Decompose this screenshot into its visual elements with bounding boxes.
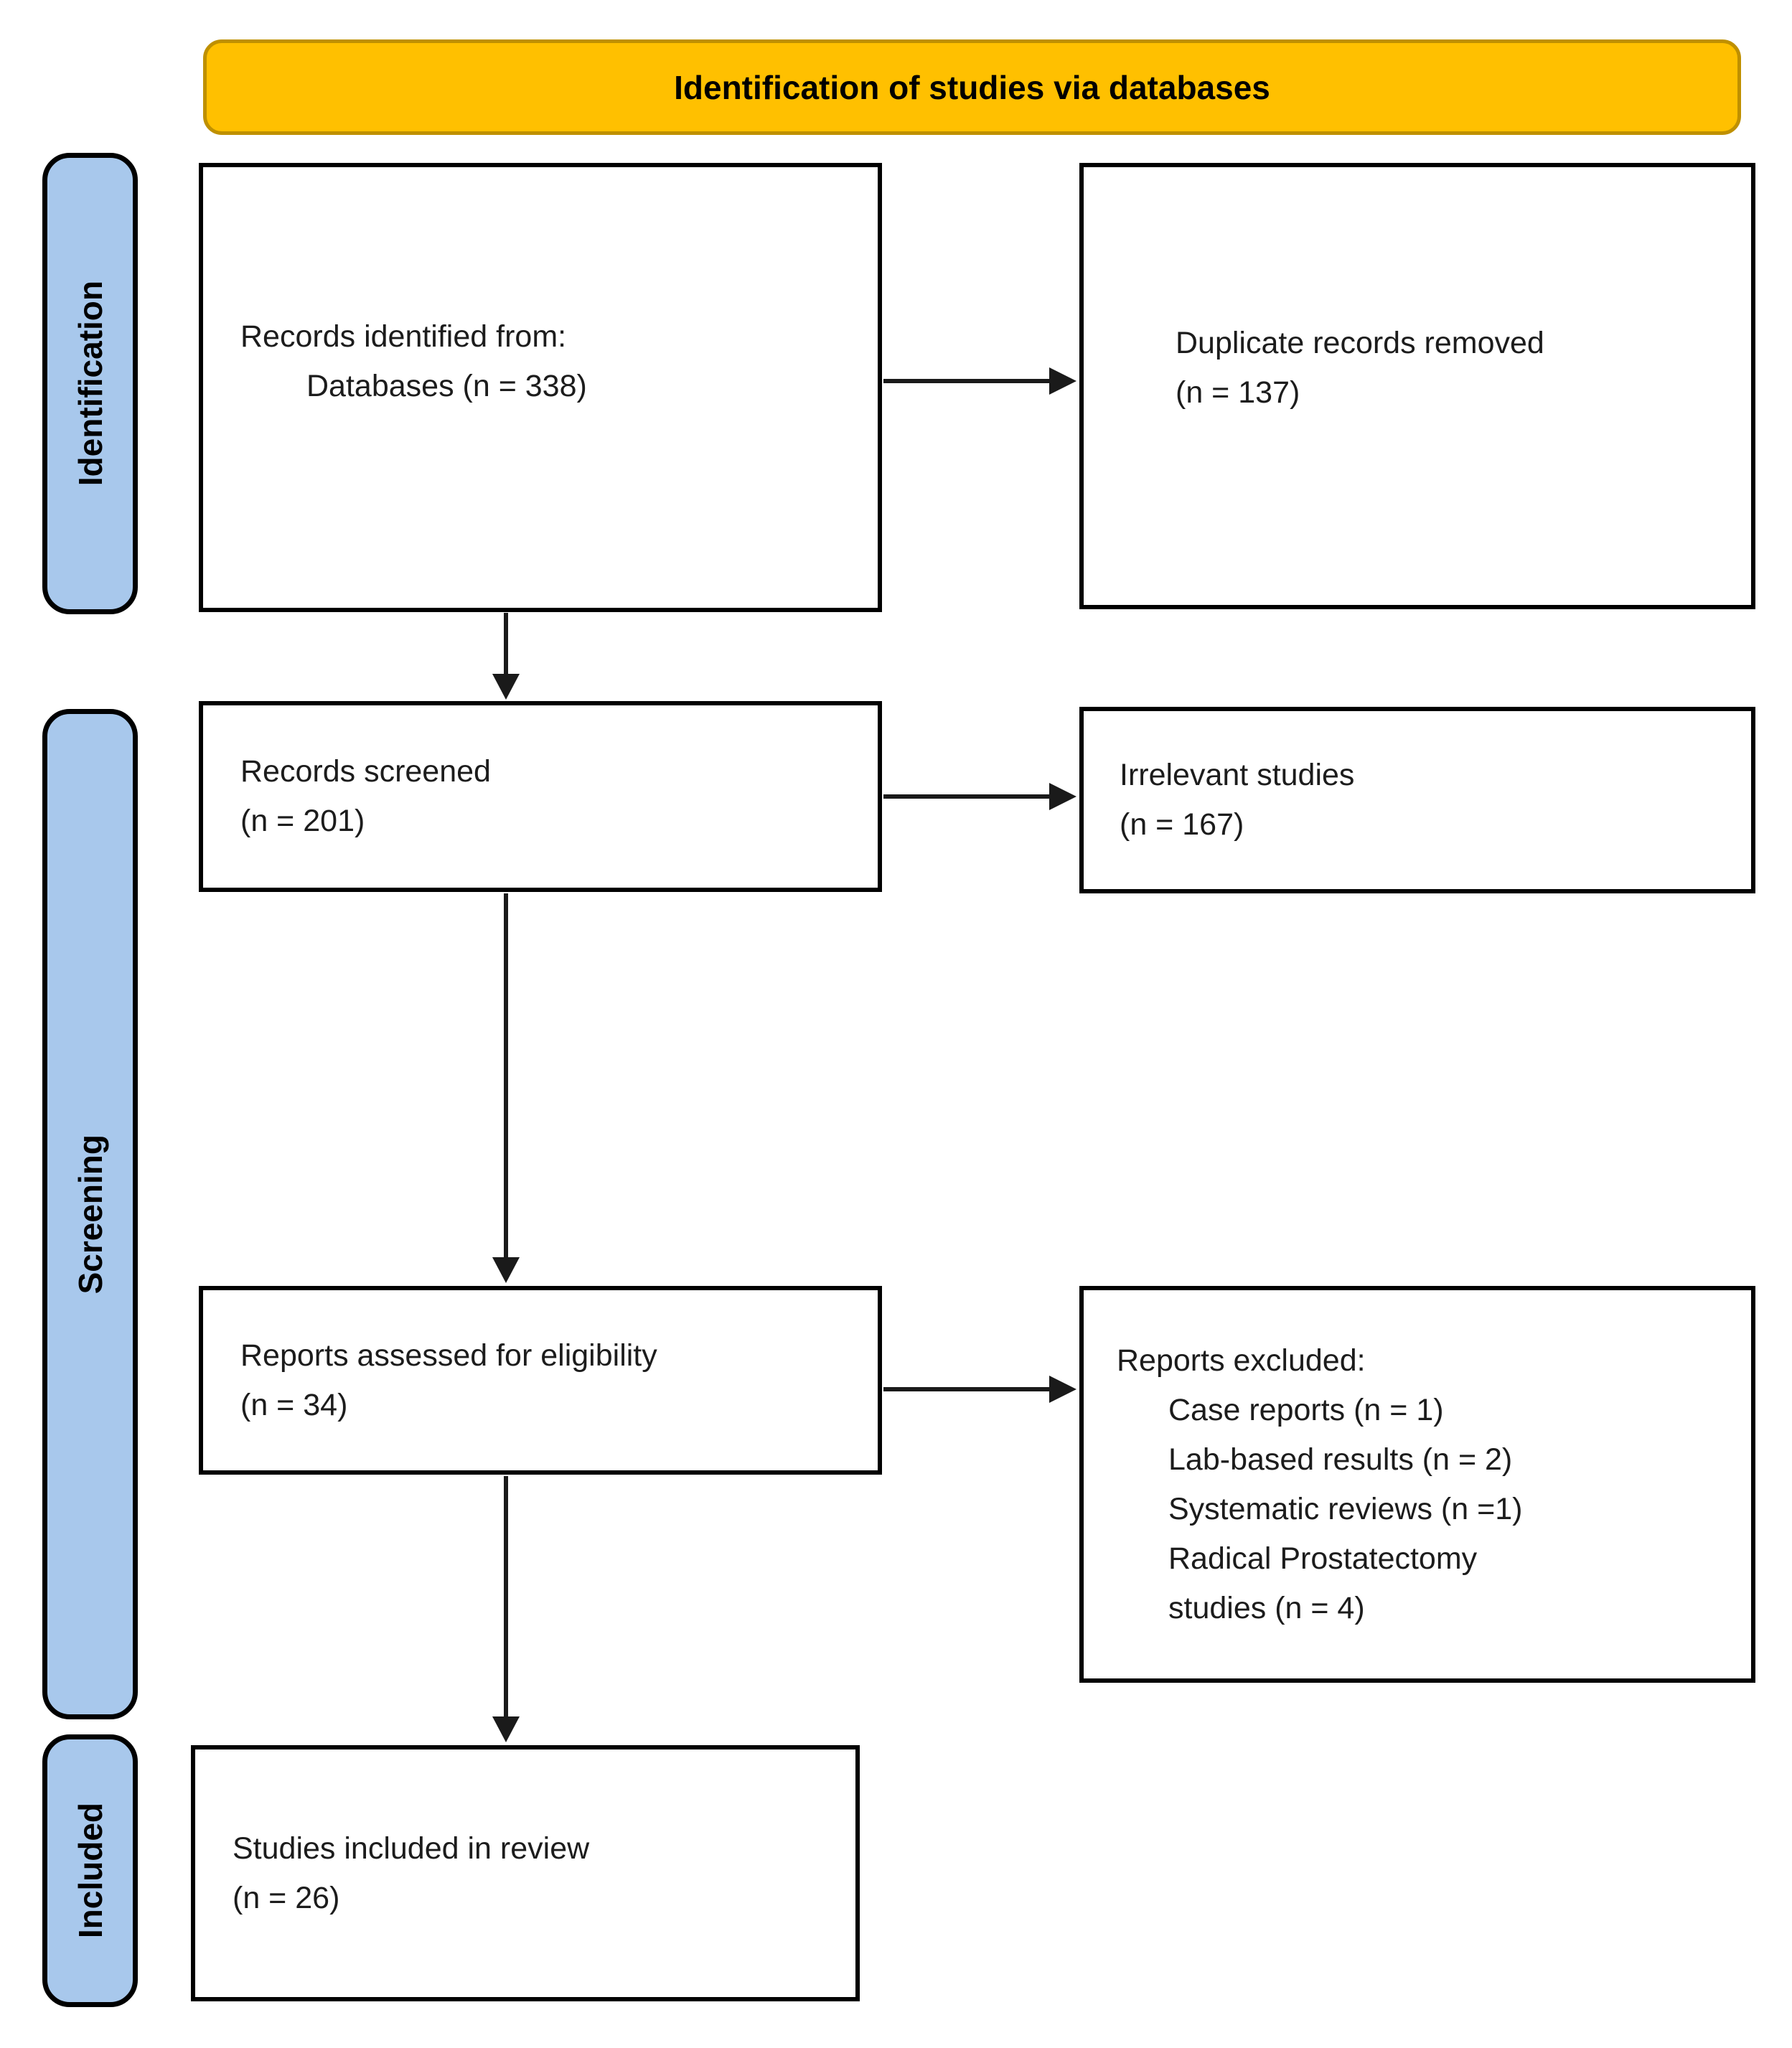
irrelevant-studies-line2: (n = 167) xyxy=(1120,807,1244,842)
reports-excluded-item: Systematic reviews (n =1) xyxy=(1168,1491,1523,1526)
stage-pill-included: Included xyxy=(42,1734,138,2007)
box-reports-assessed: Reports assessed for eligibility (n = 34… xyxy=(199,1286,882,1475)
banner-title: Identification of studies via databases xyxy=(203,39,1741,135)
stage-pill-screening: Screening xyxy=(42,709,138,1719)
stage-label-screening: Screening xyxy=(71,1134,109,1295)
irrelevant-studies-line1: Irrelevant studies xyxy=(1120,758,1355,792)
records-screened-line2: (n = 201) xyxy=(240,804,365,838)
box-records-screened: Records screened (n = 201) xyxy=(199,701,882,892)
arrow-assessed-to-included-head xyxy=(492,1716,520,1742)
arrow-assessed-to-excluded-head xyxy=(1049,1376,1076,1403)
records-identified-line2: Databases (n = 338) xyxy=(306,369,587,403)
stage-label-included: Included xyxy=(71,1803,109,1939)
studies-included-line2: (n = 26) xyxy=(233,1880,340,1915)
reports-excluded-item: Radical Prostatectomy studies (n = 4) xyxy=(1168,1541,1478,1625)
box-duplicates-removed: Duplicate records removed (n = 137) xyxy=(1079,163,1755,609)
arrow-identified-to-duplicates-head xyxy=(1049,367,1076,395)
reports-assessed-line2: (n = 34) xyxy=(240,1387,348,1422)
records-identified-line1: Records identified from: xyxy=(240,319,567,354)
arrow-identified-to-screened-head xyxy=(492,674,520,700)
duplicates-removed-line1: Duplicate records removed xyxy=(1176,326,1544,360)
stage-pill-identification: Identification xyxy=(42,153,138,614)
box-irrelevant-studies: Irrelevant studies (n = 167) xyxy=(1079,707,1755,893)
box-records-identified: Records identified from: Databases (n = … xyxy=(199,163,882,612)
reports-excluded-heading: Reports excluded: xyxy=(1117,1343,1366,1378)
reports-assessed-line1: Reports assessed for eligibility xyxy=(240,1338,657,1373)
stage-label-identification: Identification xyxy=(71,281,109,487)
reports-excluded-item: Lab-based results (n = 2) xyxy=(1168,1442,1513,1477)
box-studies-included: Studies included in review (n = 26) xyxy=(191,1745,860,2001)
box-reports-excluded: Reports excluded: Case reports (n = 1) L… xyxy=(1079,1286,1755,1683)
arrow-screened-to-assessed-head xyxy=(492,1257,520,1283)
studies-included-line1: Studies included in review xyxy=(233,1831,590,1866)
duplicates-removed-line2: (n = 137) xyxy=(1176,375,1300,410)
reports-excluded-item: Case reports (n = 1) xyxy=(1168,1392,1444,1427)
arrow-screened-to-irrelevant-head xyxy=(1049,783,1076,810)
records-screened-line1: Records screened xyxy=(240,754,491,789)
